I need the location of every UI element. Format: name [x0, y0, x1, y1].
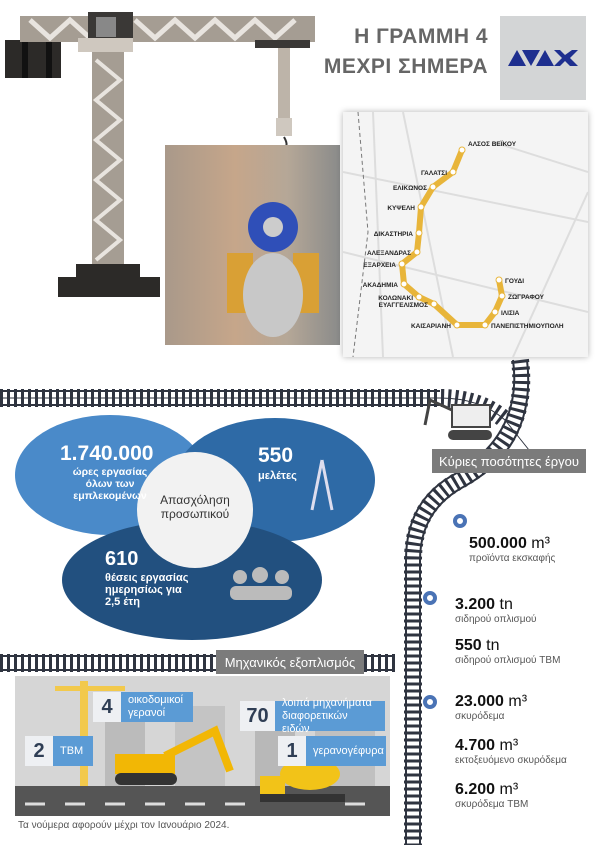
tower-crane-illustration: [5, 12, 315, 297]
station-marker: [453, 321, 461, 329]
jobs-label: θέσεις εργασίας ημερησίως για 2,5 έτη: [105, 572, 189, 608]
station-marker: [498, 292, 506, 300]
station-label: ΚΥΨΕΛΗ: [387, 205, 415, 212]
station-label: ΑΛΣΟΣ ΒΕΪΚΟΥ: [468, 140, 517, 148]
station-label: ΙΛΙΣΙΑ: [501, 310, 520, 317]
station-marker: [495, 276, 503, 284]
station-marker: [458, 146, 466, 154]
staff-center-label: Απασχόληση προσωπικού: [160, 493, 230, 521]
staff-diagram: 1.740.000 ώρες εργασίας όλων των εμπλεκο…: [0, 410, 400, 640]
station-label: ΓΟΥΔΙ: [505, 278, 524, 285]
station-label: ΓΑΛΑΤΣΙ: [421, 170, 447, 177]
station-marker: [481, 321, 489, 329]
station-marker: [430, 300, 438, 308]
studies-value: 550: [258, 444, 294, 467]
footnote: Τα νούμερα αφορούν μέχρι τον Ιανουάριο 2…: [18, 820, 230, 831]
station-label: ΕΛΙΚΩΝΟΣ: [393, 185, 427, 192]
station-marker: [400, 280, 408, 288]
station-marker: [413, 248, 421, 256]
station-label: ΑΚΑΔΗΜΙΑ: [363, 282, 399, 289]
station-marker: [415, 229, 423, 237]
station-marker: [491, 308, 499, 316]
equipment-title: Μηχανικός εξοπλισμός: [216, 650, 364, 674]
station-label: ΠΑΝΕΠΙΣΤΗΜΙΟΥΠΟΛΗ: [491, 323, 564, 330]
hours-value: 1.740.000: [60, 442, 154, 465]
main-quantities-title: Κύριες ποσότητες έργου: [432, 449, 586, 473]
studies-label: μελέτες: [258, 470, 297, 482]
excavator-icon: [423, 397, 492, 440]
tbm-photo: [165, 145, 340, 345]
station-label: ΕΞΑΡΧΕΙΑ: [363, 262, 396, 269]
station-label: ΖΩΓΡΑΦΟΥ: [508, 294, 545, 301]
station-label: ΔΙΚΑΣΤΗΡΙΑ: [374, 231, 414, 238]
avax-logo: [500, 16, 586, 100]
station-marker: [449, 168, 457, 176]
hours-label: ώρες εργασίας όλων των εμπλεκομένων: [72, 466, 148, 502]
station-label: ΚΟΛΩΝΑΚΙ: [378, 295, 413, 302]
jobs-value: 610: [105, 548, 139, 570]
station-label: ΑΛΕΞΑΝΔΡΑΣ: [367, 250, 411, 257]
station-marker: [429, 183, 437, 191]
metro-line-map: ΑΛΣΟΣ ΒΕΪΚΟΥ ΓΑΛΑΤΣΙ ΕΛΙΚΩΝΟΣ ΚΥΨΕΛΗ ΔΙΚΑΣΤΗ…: [342, 111, 589, 358]
station-label: ΕΥΑΓΓΕΛΙΣΜΟΣ: [379, 302, 428, 309]
station-marker: [417, 203, 425, 211]
station-marker: [398, 260, 406, 268]
station-label: ΚΑΙΣΑΡΙΑΝΗ: [411, 323, 451, 330]
station-marker: [415, 293, 423, 301]
